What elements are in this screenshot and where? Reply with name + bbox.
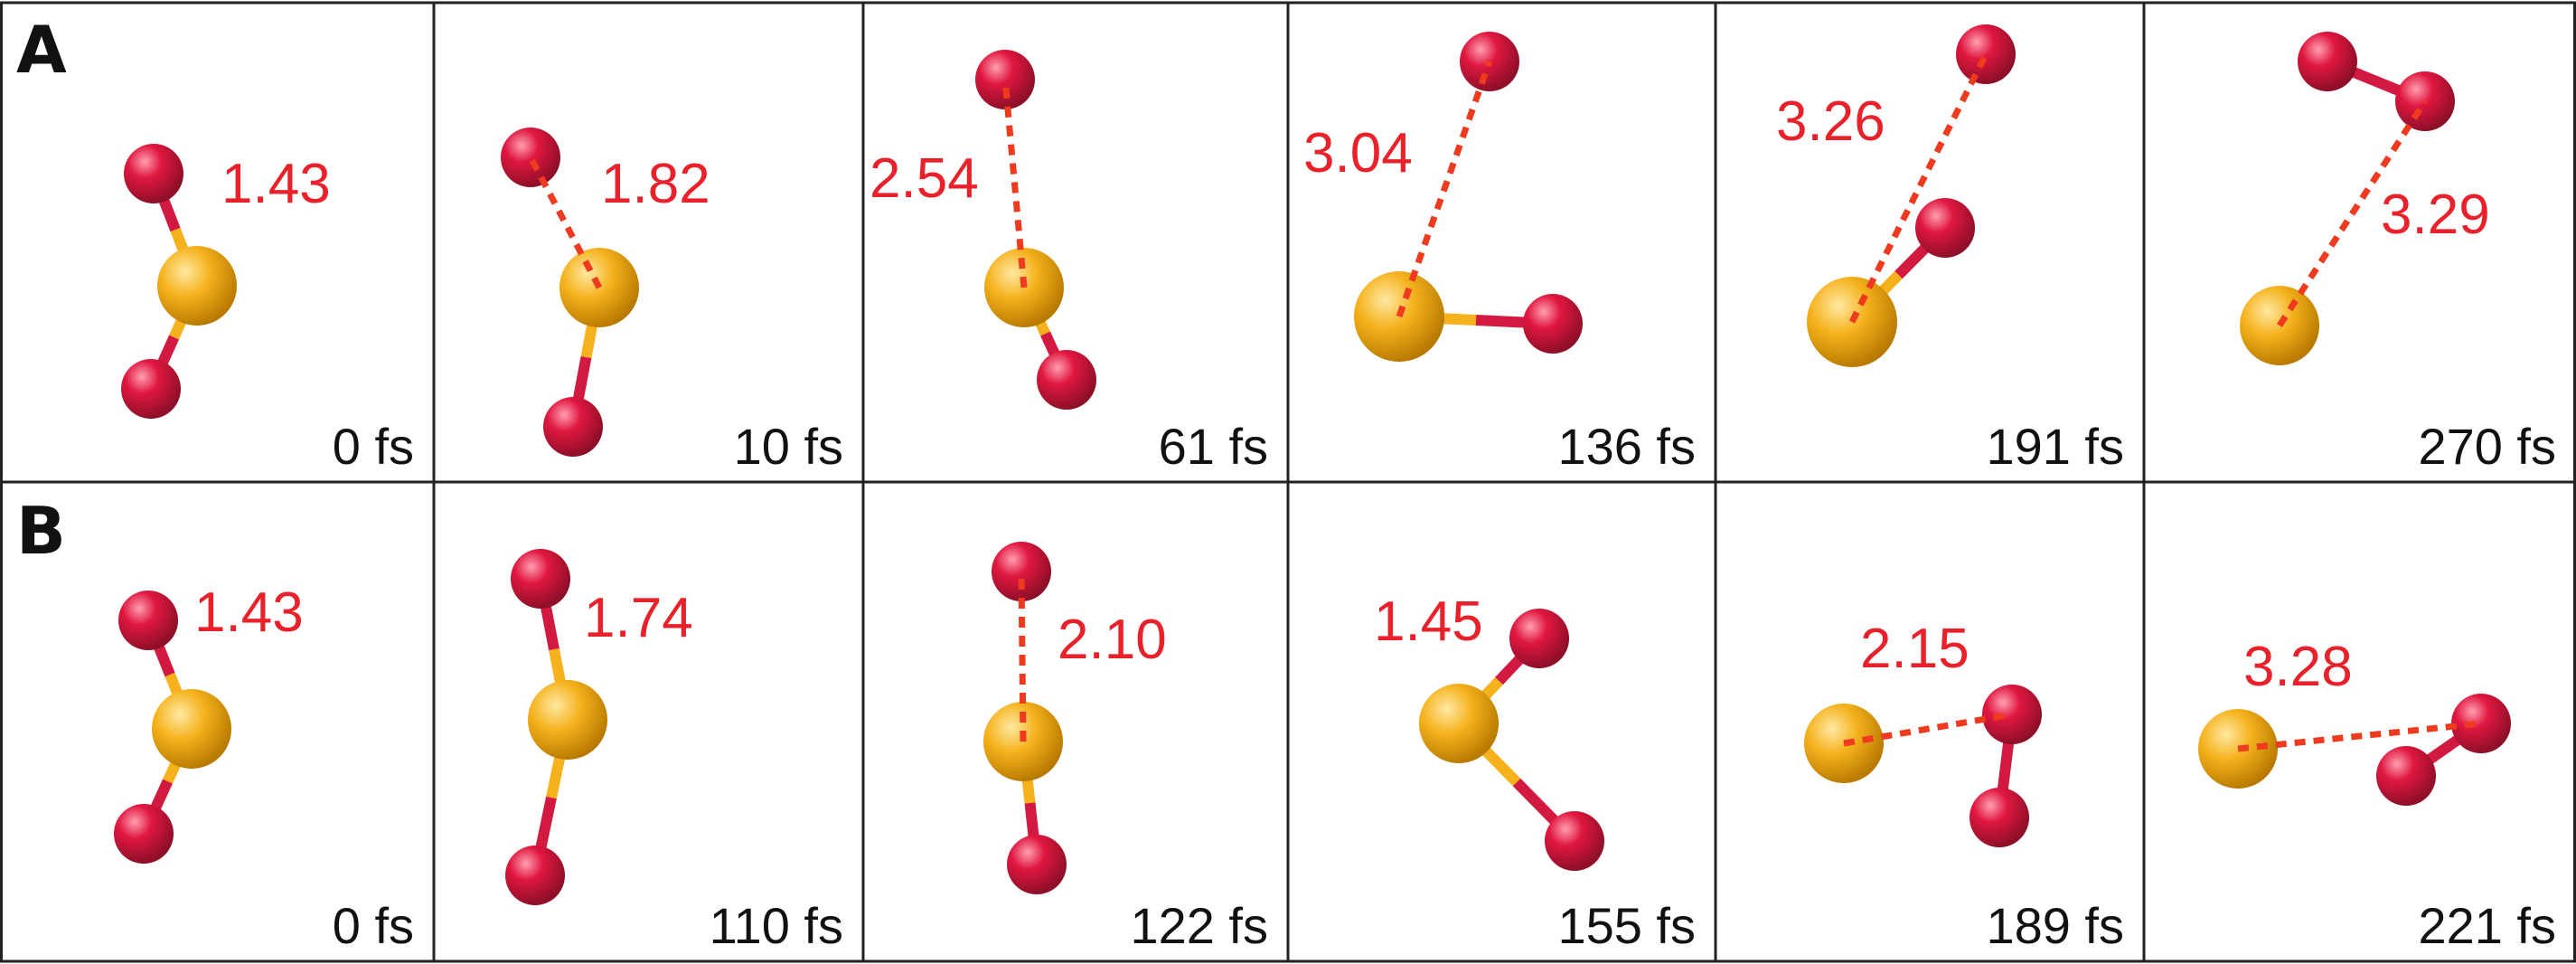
time-label: 122 fs — [1130, 897, 1268, 954]
oxygen-atom — [1037, 350, 1096, 410]
cell-b-5: 2.15 189 fs — [1804, 618, 2124, 954]
oxygen-atom — [501, 128, 560, 187]
distance-label: 3.04 — [1303, 122, 1413, 184]
cell-a-1: 1.43 0 fs — [121, 144, 414, 475]
oxygen-atom — [511, 549, 570, 609]
time-label: 110 fs — [710, 897, 843, 954]
dissociation-distance-line — [1396, 60, 1493, 318]
oxygen-atom — [1509, 609, 1569, 668]
oxygen-atom — [124, 144, 183, 203]
cell-b-3: 2.10 122 fs — [983, 542, 1268, 954]
dissociation-distance-line — [1848, 52, 1989, 324]
distance-label: 1.45 — [1374, 591, 1483, 653]
time-label: 136 fs — [1557, 418, 1696, 475]
time-label: 61 fs — [1159, 418, 1268, 475]
distance-label: 1.74 — [584, 587, 693, 649]
time-label: 0 fs — [333, 897, 414, 954]
oxygen-atom — [1970, 788, 2029, 847]
sulfur-atom — [157, 246, 237, 326]
oxygen-atom — [1007, 835, 1067, 894]
dissociation-distance-line — [2277, 99, 2428, 327]
time-label: 189 fs — [1986, 897, 2124, 954]
oxygen-atom — [975, 50, 1035, 109]
cell-a-5: 3.26 191 fs — [1776, 24, 2124, 475]
distance-label: 3.26 — [1776, 90, 1885, 153]
time-label: 10 fs — [734, 418, 843, 475]
dissociation-distance-line — [1843, 711, 2013, 747]
oxygen-atom — [543, 397, 603, 457]
dissociation-distance-line — [527, 156, 603, 289]
cell-a-4: 3.04 136 fs — [1303, 32, 1696, 475]
row-label-a: A — [16, 12, 67, 88]
cell-b-1: 1.43 0 fs — [114, 581, 414, 954]
oxygen-atom — [992, 542, 1051, 601]
sulfur-atom — [1807, 277, 1897, 367]
oxygen-atom — [1956, 24, 2016, 84]
sulfur-atom — [152, 689, 231, 769]
distance-label: 2.10 — [1058, 609, 1167, 671]
dissociation-distance-line — [2237, 720, 2482, 752]
oxygen-atom — [121, 359, 181, 419]
cell-a-3: 2.54 61 fs — [870, 50, 1268, 475]
cell-a-2: 1.82 10 fs — [501, 128, 843, 475]
cell-a-6: 3.29 270 fs — [2240, 32, 2556, 475]
oxygen-atom — [1523, 294, 1583, 354]
time-label: 270 fs — [2418, 418, 2556, 475]
dissociation-distance-line — [1018, 571, 1027, 742]
oxygen-atom — [1915, 198, 1975, 258]
cell-b-4: 1.45 155 fs — [1374, 591, 1696, 954]
cell-b-6: 3.28 221 fs — [2198, 636, 2556, 954]
time-label: 0 fs — [333, 418, 414, 475]
row-label-b: B — [16, 493, 66, 569]
oxygen-atom — [114, 804, 174, 864]
distance-label: 1.43 — [221, 153, 331, 215]
row-labels-layer: A B — [16, 12, 67, 569]
cells-layer: 1.43 0 fs 1.82 10 fs 2.54 61 fs 3.04 136 fs 3.26… — [114, 24, 2556, 954]
distance-label: 2.15 — [1860, 618, 1970, 680]
distance-label: 3.28 — [2243, 636, 2353, 698]
distance-label: 3.29 — [2381, 184, 2490, 246]
oxygen-atom — [2376, 746, 2436, 806]
sulfur-atom — [1419, 684, 1499, 763]
sulfur-atom — [528, 680, 607, 760]
oxygen-atom — [1545, 811, 1604, 871]
oxygen-atom — [505, 846, 565, 905]
cell-b-2: 1.74 110 fs — [505, 549, 843, 954]
distance-label: 2.54 — [870, 147, 979, 210]
oxygen-atom — [2451, 694, 2511, 753]
time-label: 155 fs — [1557, 897, 1696, 954]
distance-label: 1.82 — [601, 153, 710, 215]
oxygen-atom — [1982, 685, 2042, 744]
oxygen-atom — [118, 591, 178, 650]
distance-label: 1.43 — [194, 581, 304, 644]
oxygen-atom — [2298, 32, 2357, 91]
time-label: 221 fs — [2418, 897, 2556, 954]
dissociation-distance-line — [1001, 79, 1028, 288]
time-label: 191 fs — [1986, 418, 2124, 475]
